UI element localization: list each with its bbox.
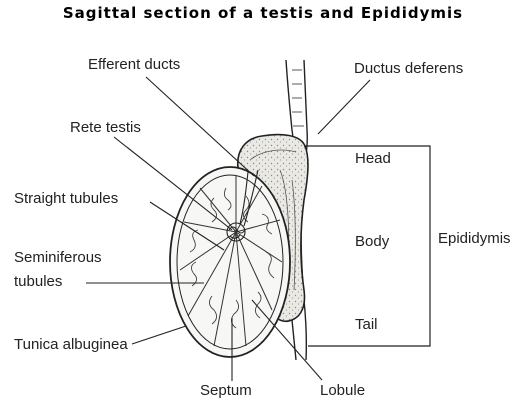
label-ductus-deferens: Ductus deferens xyxy=(354,60,463,78)
label-head: Head xyxy=(355,150,391,168)
label-tunica-albuginea: Tunica albuginea xyxy=(14,336,128,354)
leader-tunica-albuginea xyxy=(132,326,186,344)
label-seminiferous-line1: Seminiferous xyxy=(14,249,102,267)
label-rete-testis: Rete testis xyxy=(70,119,141,137)
label-straight-tubules: Straight tubules xyxy=(14,190,118,208)
leader-efferent-ducts xyxy=(146,77,254,176)
label-epididymis: Epididymis xyxy=(438,230,511,248)
label-efferent-ducts: Efferent ducts xyxy=(88,56,180,74)
label-seminiferous-line2: tubules xyxy=(14,273,62,291)
label-body: Body xyxy=(355,233,389,251)
label-septum: Septum xyxy=(200,382,252,400)
label-tail: Tail xyxy=(355,316,378,334)
leader-ductus-deferens xyxy=(318,80,370,134)
label-lobule: Lobule xyxy=(320,382,365,400)
